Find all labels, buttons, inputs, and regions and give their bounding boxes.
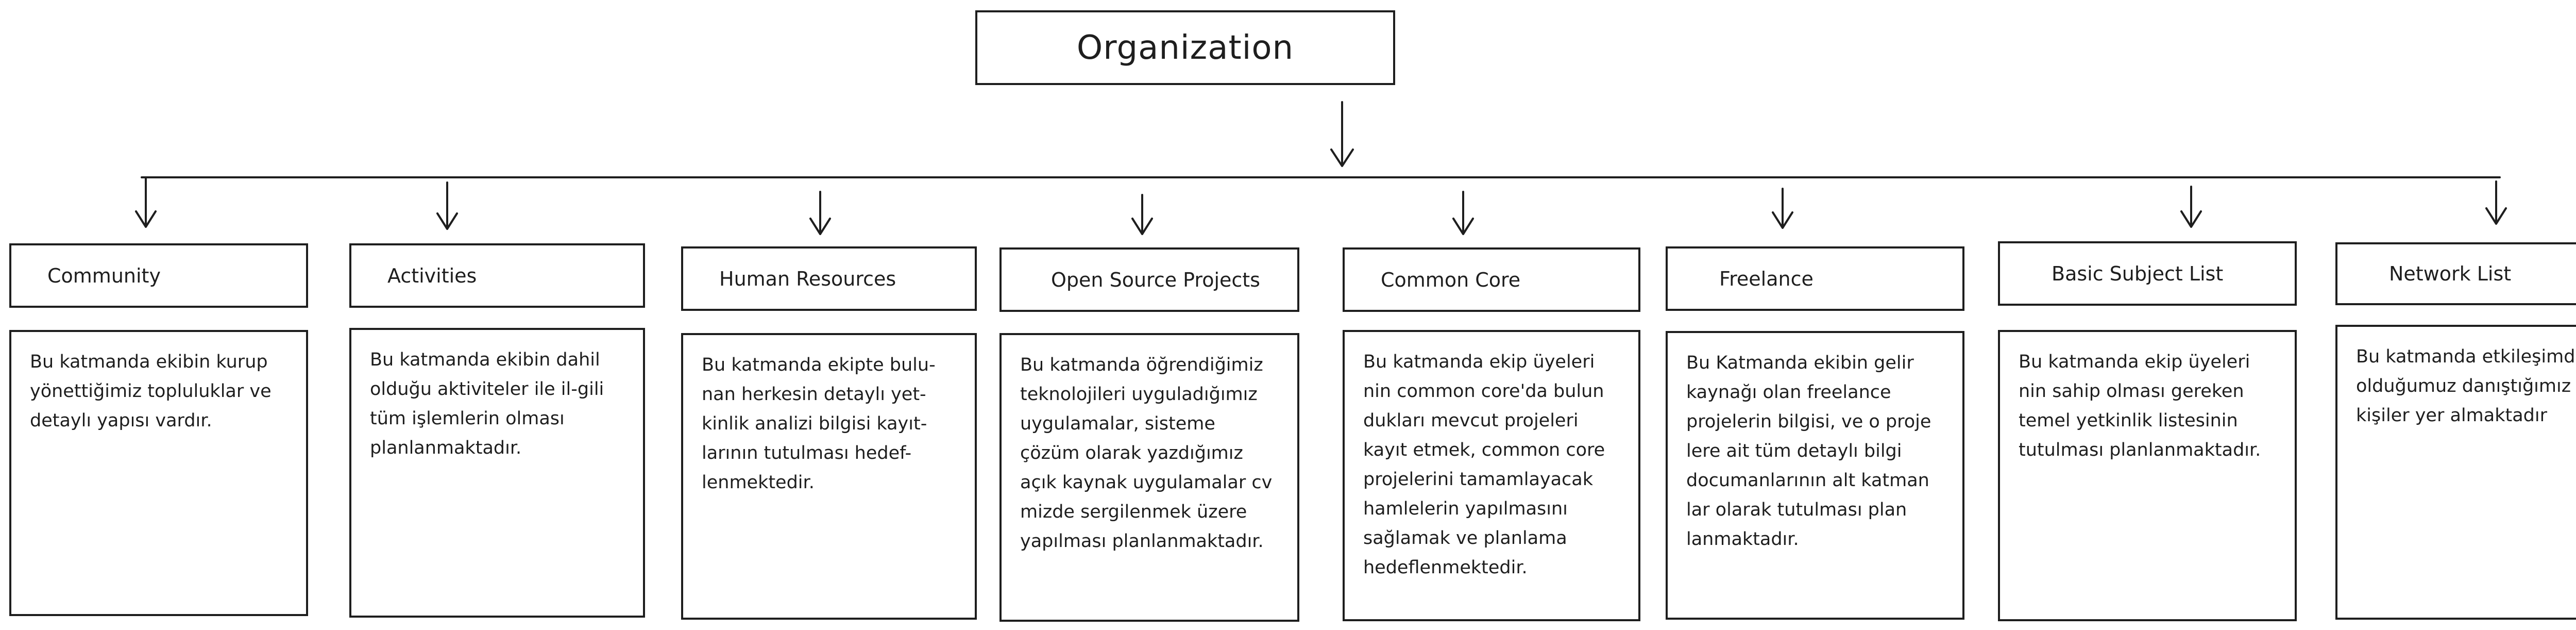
category-header-open-source-projects: Open Source Projects bbox=[999, 247, 1299, 312]
branch-arrow-freelance bbox=[1772, 188, 1793, 229]
category-header-basic-subject-list: Basic Subject List bbox=[1998, 241, 2297, 306]
branch-arrow-common-core bbox=[1452, 191, 1474, 235]
category-label: Common Core bbox=[1381, 268, 1521, 291]
category-description-community: Bu katmanda ekibin kurup yönettiğimiz to… bbox=[9, 330, 308, 616]
category-header-network-list: Network List bbox=[2335, 242, 2576, 305]
category-label: Open Source Projects bbox=[1051, 268, 1260, 291]
category-description-activities: Bu katmanda ekibin dahil olduğu aktivite… bbox=[349, 328, 645, 618]
organization-title: Organization bbox=[1076, 28, 1294, 67]
category-label: Network List bbox=[2389, 262, 2512, 285]
category-description-human-resources: Bu katmanda ekipte bulu-nan herkesin det… bbox=[681, 333, 977, 620]
organization-node: Organization bbox=[975, 10, 1395, 85]
category-label: Basic Subject List bbox=[2052, 262, 2224, 285]
category-header-common-core: Common Core bbox=[1343, 247, 1640, 312]
category-header-community: Community bbox=[9, 243, 308, 308]
category-description-basic-subject-list: Bu katmanda ekip üyeleri nin sahip olmas… bbox=[1998, 330, 2297, 621]
category-header-freelance: Freelance bbox=[1666, 246, 1964, 311]
branch-arrow-basic-subject bbox=[2180, 186, 2202, 228]
category-description-common-core: Bu katmanda ekip üyeleri nin common core… bbox=[1343, 330, 1640, 621]
branch-arrow-network bbox=[2485, 180, 2507, 225]
category-description-text: Bu katmanda ekibin dahil olduğu aktivite… bbox=[370, 350, 604, 458]
category-description-network-list: Bu katmanda etkileşimde olduğumuz danışt… bbox=[2335, 325, 2576, 620]
category-description-text: Bu katmanda ekipte bulu-nan herkesin det… bbox=[702, 355, 936, 493]
category-label: Community bbox=[47, 264, 161, 287]
category-description-text: Bu katmanda ekip üyeleri nin common core… bbox=[1363, 352, 1605, 578]
branch-arrow-community bbox=[135, 176, 157, 228]
category-label: Human Resources bbox=[719, 267, 896, 290]
branch-arrow-human-resources bbox=[809, 191, 831, 235]
category-description-freelance: Bu Katmanda ekibin gelir kaynağı olan fr… bbox=[1666, 331, 1964, 620]
category-description-text: Bu katmanda etkileşimde olduğumuz danışt… bbox=[2356, 346, 2576, 426]
branch-arrow-activities bbox=[436, 181, 458, 230]
category-description-text: Bu Katmanda ekibin gelir kaynağı olan fr… bbox=[1686, 353, 1931, 550]
category-description-text: Bu katmanda öğrendiğimiz teknolojileri u… bbox=[1020, 355, 1273, 552]
category-label: Activities bbox=[387, 264, 477, 287]
category-label: Freelance bbox=[1719, 267, 1814, 290]
root-arrow-head bbox=[1330, 148, 1354, 167]
category-description-text: Bu katmanda ekip üyeleri nin sahip olmas… bbox=[2019, 352, 2261, 460]
category-header-activities: Activities bbox=[349, 243, 645, 308]
category-description-open-source-projects: Bu katmanda öğrendiğimiz teknolojileri u… bbox=[999, 333, 1299, 622]
category-description-text: Bu katmanda ekibin kurup yönettiğimiz to… bbox=[30, 352, 272, 431]
branch-arrow-open-source bbox=[1131, 194, 1153, 235]
category-header-human-resources: Human Resources bbox=[681, 246, 977, 311]
